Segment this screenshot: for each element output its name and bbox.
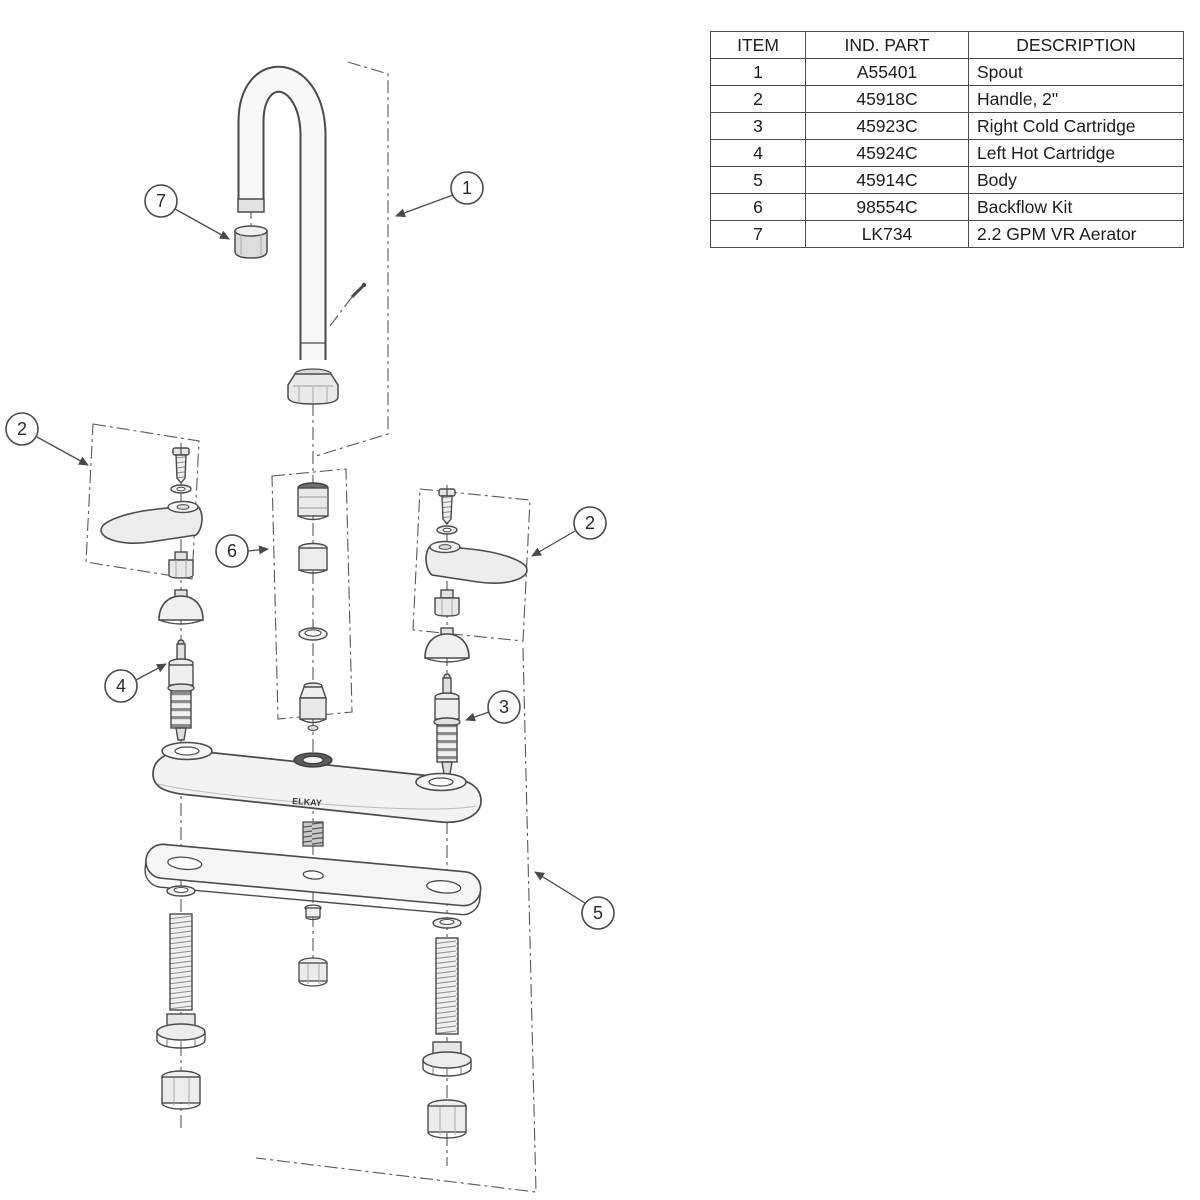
part-cell: A55401 [805,58,969,86]
backflow-kit-boundary [271,468,353,720]
table-row: 5 45914C Body [710,166,1184,194]
svg-text:2: 2 [585,513,595,533]
part-cell: 45924C [805,139,969,167]
description-cell: Body [968,166,1184,194]
table-row: 4 45924C Left Hot Cartridge [710,139,1184,167]
cartridge-left-drawing [167,639,195,741]
callout-handle-right: 2 [531,506,607,557]
part-cell: 45923C [805,112,969,140]
table-row: 7 LK734 2.2 GPM VR Aerator [710,220,1184,248]
col-header-part: IND. PART [805,31,969,59]
table-row: 2 45918C Handle, 2" [710,85,1184,113]
callout-left-hot-cartridge: 4 [104,663,167,703]
spout-tip-collar [237,198,265,213]
col-header-item: ITEM [710,31,806,59]
part-cell: 45918C [805,85,969,113]
handle-right-drawing [424,488,528,663]
shank-left [169,913,193,1011]
svg-text:6: 6 [227,541,237,561]
description-cell: Left Hot Cartridge [968,139,1184,167]
description-cell: 2.2 GPM VR Aerator [968,220,1184,248]
description-cell: Right Cold Cartridge [968,112,1184,140]
right-shank-stack [422,917,472,1139]
description-cell: Backflow Kit [968,193,1184,221]
handle-right-boundary [412,488,531,642]
callout-backflow-kit: 6 [215,534,269,568]
lever-left [100,504,203,544]
table-header-row: ITEM IND. PART DESCRIPTION [710,31,1184,59]
dome-right [424,633,470,659]
spout-drawing [237,65,367,405]
lever-right [425,544,528,584]
description-cell: Spout [968,58,1184,86]
deck-plate-drawing [144,843,482,916]
svg-text:5: 5 [593,903,603,923]
item-cell: 2 [710,85,806,113]
item-cell: 6 [710,193,806,221]
part-cell: 45914C [805,166,969,194]
handle-left-boundary [85,423,200,580]
locknut-left [156,1023,206,1041]
col-header-description: DESCRIPTION [968,31,1184,59]
svg-text:2: 2 [17,419,27,439]
callout-aerator: 7 [144,184,230,240]
shank-right [435,937,459,1035]
cartridge-right-drawing [433,673,461,775]
body-boundary [255,647,537,1193]
callout-body: 5 [534,871,615,930]
body-drawing: ELKAY [152,741,482,847]
callouts: 1 7 2 2 6 [5,171,615,930]
aerator-drawing [234,225,268,259]
part-cell: 98554C [805,193,969,221]
table-row: 3 45923C Right Cold Cartridge [710,112,1184,140]
callout-spout: 1 [395,171,484,218]
table-row: 6 98554C Backflow Kit [710,193,1184,221]
parts-table: ITEM IND. PART DESCRIPTION 1 A55401 Spou… [710,31,1184,248]
svg-text:4: 4 [116,676,126,696]
left-shank-stack [156,885,206,1110]
svg-text:1: 1 [462,178,472,198]
svg-text:3: 3 [499,697,509,717]
item-cell: 1 [710,58,806,86]
item-cell: 3 [710,112,806,140]
locknut-right [422,1051,472,1069]
dome-left [158,595,204,621]
callout-handle-left: 2 [5,412,89,466]
diverter-leader [329,296,353,327]
callout-right-cold-cartridge: 3 [465,690,521,724]
center-shank [302,821,324,847]
backflow-kit-drawing [297,482,329,732]
spout-boundary [315,61,389,457]
brand-label: ELKAY [292,796,322,808]
table-row: 1 A55401 Spout [710,58,1184,86]
description-cell: Handle, 2" [968,85,1184,113]
handle-left-drawing [100,447,204,625]
diverter-pin [350,284,365,299]
item-cell: 4 [710,139,806,167]
center-hardware [298,904,328,987]
item-cell: 5 [710,166,806,194]
item-cell: 7 [710,220,806,248]
svg-text:7: 7 [156,191,166,211]
part-cell: LK734 [805,220,969,248]
